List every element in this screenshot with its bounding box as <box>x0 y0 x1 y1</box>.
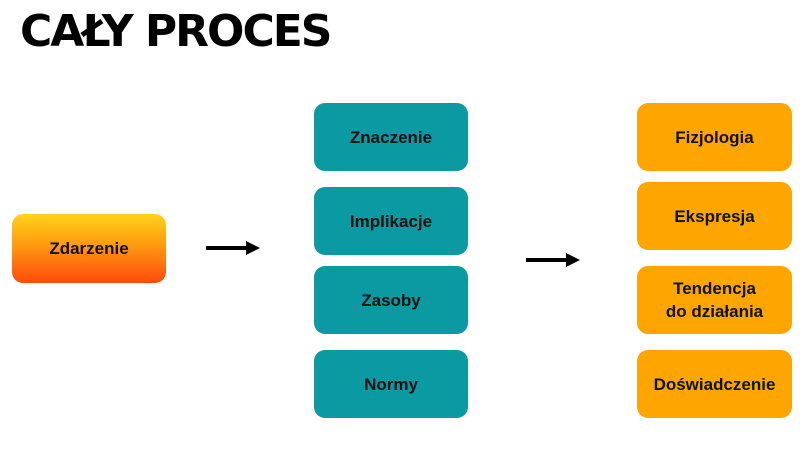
response-box-expression: Ekspresja <box>637 182 792 250</box>
event-box: Zdarzenie <box>12 214 166 283</box>
appraisal-label: Implikacje <box>349 211 433 231</box>
response-box-physiology: Fizjologia <box>637 103 792 171</box>
response-box-experience: Doświadczenie <box>637 350 792 418</box>
response-label: Tendencja do działania <box>665 279 764 321</box>
response-label: Ekspresja <box>674 206 755 226</box>
appraisal-box-implications: Implikacje <box>314 187 468 255</box>
response-label: Doświadczenie <box>653 374 776 394</box>
appraisal-label: Zasoby <box>361 290 421 310</box>
appraisal-label: Normy <box>364 374 418 394</box>
event-label: Zdarzenie <box>49 239 129 258</box>
arrow-right-icon <box>206 241 260 255</box>
slide-title: CAŁY PROCES <box>20 6 332 57</box>
response-label: Fizjologia <box>675 127 754 147</box>
appraisal-box-norms: Normy <box>314 350 468 418</box>
appraisal-box-resources: Zasoby <box>314 266 468 334</box>
appraisal-box-meaning: Znaczenie <box>314 103 468 171</box>
arrow-right-icon <box>526 253 580 267</box>
appraisal-label: Znaczenie <box>349 127 433 147</box>
response-box-action-tendency: Tendencja do działania <box>637 266 792 334</box>
